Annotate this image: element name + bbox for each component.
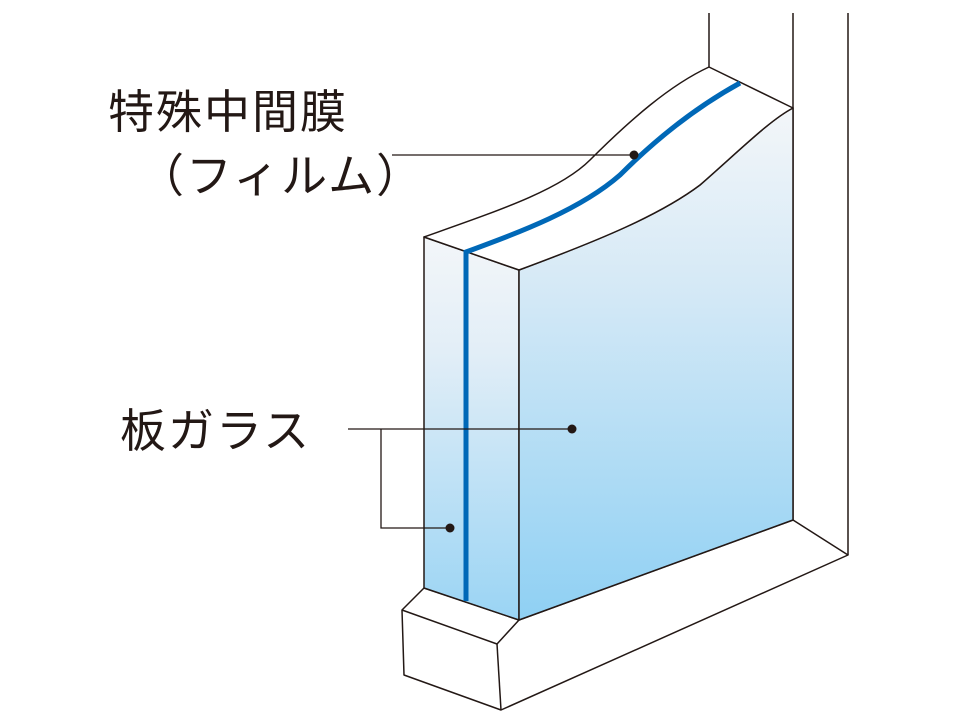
film-label-line2: （フィルム） [138,149,425,203]
callout-dots [445,150,639,533]
interlayer-film-line [463,80,742,601]
rear-glass-callout-dot [445,523,455,533]
film-callout-dot [629,150,639,160]
glass-top-edge [423,66,794,271]
front-glass-callout-dot [567,424,577,434]
callout-lines [348,154,634,529]
film-label-line1: 特殊中間膜 [108,85,348,139]
glass-label: 板ガラス [120,404,312,458]
